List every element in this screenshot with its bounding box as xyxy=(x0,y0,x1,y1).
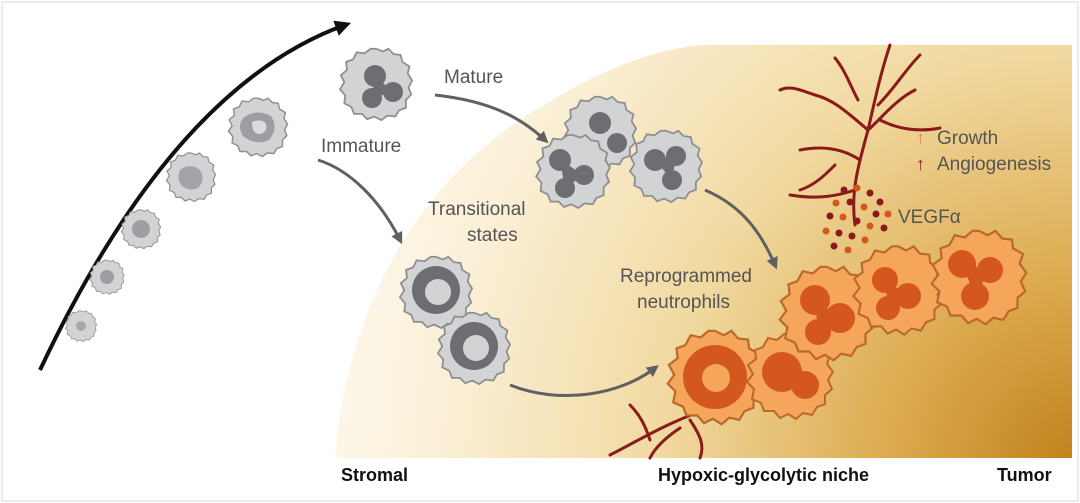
mature-arrow xyxy=(434,93,549,144)
vegf-particles xyxy=(822,184,892,254)
niche-arrow xyxy=(704,188,778,270)
reprogrammed-cell-3 xyxy=(778,265,876,362)
label-states: states xyxy=(467,225,518,246)
region-stromal: Stromal xyxy=(341,465,408,485)
legend-growth: Growth xyxy=(937,128,998,149)
angiogenesis-arrow-icon: ↑ xyxy=(916,154,925,174)
immature-cell-1 xyxy=(65,310,97,342)
reprogramming-arrow xyxy=(509,365,659,398)
immature-cell-3 xyxy=(120,209,162,250)
region-niche: Hypoxic-glycolytic niche xyxy=(658,465,869,485)
blood-vessels-top xyxy=(778,43,942,227)
region-tumor: Tumor xyxy=(997,465,1052,485)
label-mature: Mature xyxy=(444,67,503,88)
label-vegf: VEGFα xyxy=(898,207,961,228)
label-transitional: Transitional xyxy=(428,199,526,220)
immature-cell-4 xyxy=(165,152,217,203)
immature-cell-5 xyxy=(227,97,289,158)
legend-angiogenesis: Angiogenesis xyxy=(937,154,1051,175)
immature-cell-2 xyxy=(89,259,125,295)
tumor-niche-region xyxy=(335,45,1072,458)
growth-arrow-icon: ↑ xyxy=(916,128,925,148)
label-neutrophils: neutrophils xyxy=(637,292,730,313)
transitional-cell-2 xyxy=(437,311,511,385)
label-immature: Immature xyxy=(321,136,401,157)
reprogrammed-cell-2 xyxy=(746,333,834,420)
label-reprogrammed: Reprogrammed xyxy=(620,266,752,287)
reprogrammed-cell-5 xyxy=(930,229,1028,326)
transitional-cell-1 xyxy=(399,255,473,329)
legend: ↑ Growth ↑ Angiogenesis xyxy=(916,128,1051,175)
mature-cell xyxy=(339,47,413,121)
immature-arrow xyxy=(317,158,403,245)
reprogrammed-cell-4 xyxy=(852,245,944,336)
reprogrammed-cell-1 xyxy=(666,329,764,426)
maturation-arrow xyxy=(38,20,352,371)
mature-cluster xyxy=(535,95,703,209)
